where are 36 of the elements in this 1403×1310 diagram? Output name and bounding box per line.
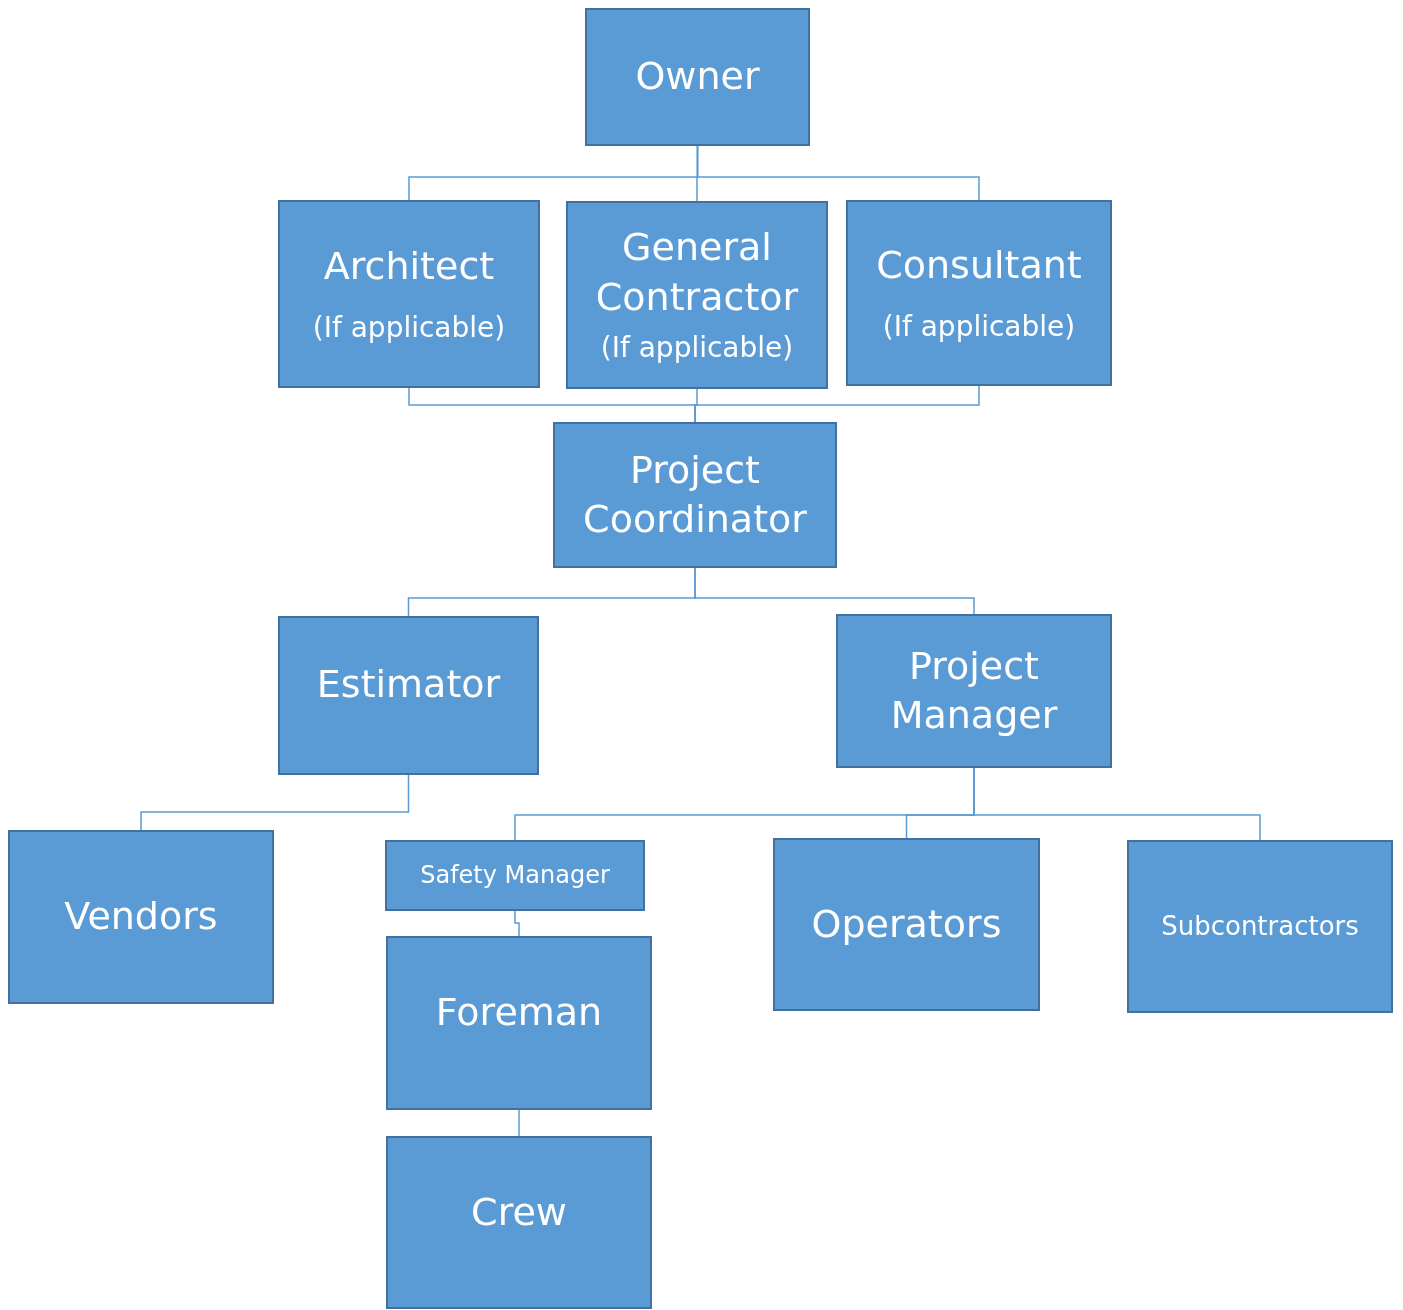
role-title: Estimator — [316, 661, 501, 708]
role-box — [566, 201, 828, 389]
role-box — [385, 840, 645, 911]
role-note: (If applicable) — [600, 330, 794, 367]
role-box — [836, 614, 1112, 768]
connector-line — [696, 145, 980, 201]
role-box — [8, 830, 274, 1004]
role-note: (If applicable) — [312, 309, 506, 346]
role-box — [386, 1136, 652, 1309]
role-title: Vendors — [64, 893, 218, 941]
role-box — [386, 936, 652, 1110]
role-title: Subcontractors — [1161, 909, 1359, 943]
role-title: Safety Manager — [420, 859, 610, 891]
connector-line — [518, 1109, 520, 1137]
role-title: Foreman — [435, 989, 603, 1036]
role-box — [1127, 840, 1393, 1013]
connector-line — [140, 774, 410, 831]
role-note: (If applicable) — [882, 308, 1076, 345]
role-box — [846, 200, 1112, 386]
role-title: Project Manager — [889, 642, 1059, 739]
role-title: Project Coordinator — [582, 446, 808, 543]
role-title: Consultant — [876, 242, 1082, 290]
connector-line — [514, 910, 520, 937]
role-title: Crew — [471, 1189, 567, 1236]
connector-line — [973, 767, 1261, 841]
role-box — [278, 200, 540, 388]
role-title: Owner — [635, 53, 760, 101]
connector-line — [694, 385, 980, 423]
role-box — [585, 8, 810, 146]
role-title: Operators — [811, 900, 1002, 948]
role-box — [773, 838, 1040, 1011]
role-box — [278, 616, 539, 775]
connector-line — [694, 567, 975, 615]
role-title: General Contractor — [594, 224, 800, 321]
role-title: Architect — [323, 243, 495, 291]
role-box — [553, 422, 837, 568]
